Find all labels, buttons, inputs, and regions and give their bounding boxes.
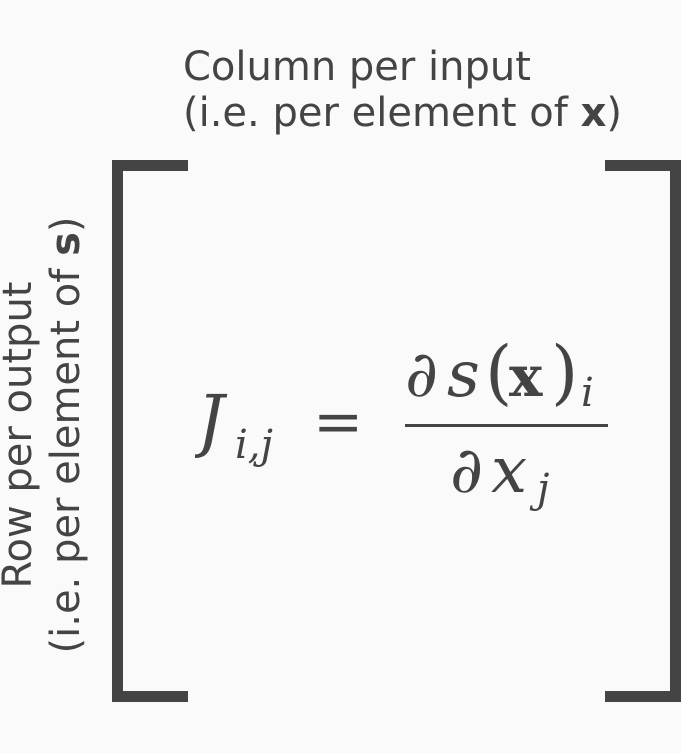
- numerator-function: s: [447, 338, 480, 412]
- jacobian-symbol: J: [195, 382, 228, 461]
- row-label-line2-prefix: (i.e. per element of: [43, 255, 89, 654]
- denominator-variable: x: [491, 434, 527, 508]
- row-label-text: Row per output (i.e. per element of s): [0, 217, 90, 654]
- row-label-line1: Row per output: [0, 281, 41, 589]
- column-label-line2-suffix: ): [606, 90, 622, 136]
- row-label-line2-suffix: ): [43, 216, 89, 233]
- column-label-symbol: x: [580, 90, 607, 136]
- matrix-left-bracket: [112, 160, 188, 702]
- denominator-subscript: j: [529, 466, 549, 512]
- row-label-line2: (i.e. per element of s): [42, 217, 90, 654]
- numerator-argument: x: [509, 344, 543, 410]
- row-label-symbol: s: [43, 232, 89, 256]
- numerator-partial: ∂: [405, 338, 438, 412]
- equals-sign: =: [313, 387, 363, 457]
- denominator-partial: ∂: [450, 434, 483, 508]
- jacobian-formula: J i,j = ∂ s ( x ) i ∂ x j: [195, 330, 615, 530]
- column-label-line2: (i.e. per element of x): [183, 90, 622, 136]
- numerator-subscript: i: [581, 370, 594, 416]
- column-label-line2-prefix: (i.e. per element of: [183, 90, 581, 136]
- jacobian-subscript: i,j: [235, 422, 273, 468]
- jacobian-formula-svg: J i,j = ∂ s ( x ) i ∂ x j: [195, 331, 608, 512]
- matrix-right-bracket: [605, 160, 681, 702]
- fraction-bar: [405, 424, 608, 427]
- column-label: Column per input (i.e. per element of x): [183, 44, 622, 136]
- column-label-line1: Column per input: [183, 44, 531, 90]
- numerator-close-paren: ): [551, 331, 578, 413]
- numerator-open-paren: (: [485, 331, 512, 413]
